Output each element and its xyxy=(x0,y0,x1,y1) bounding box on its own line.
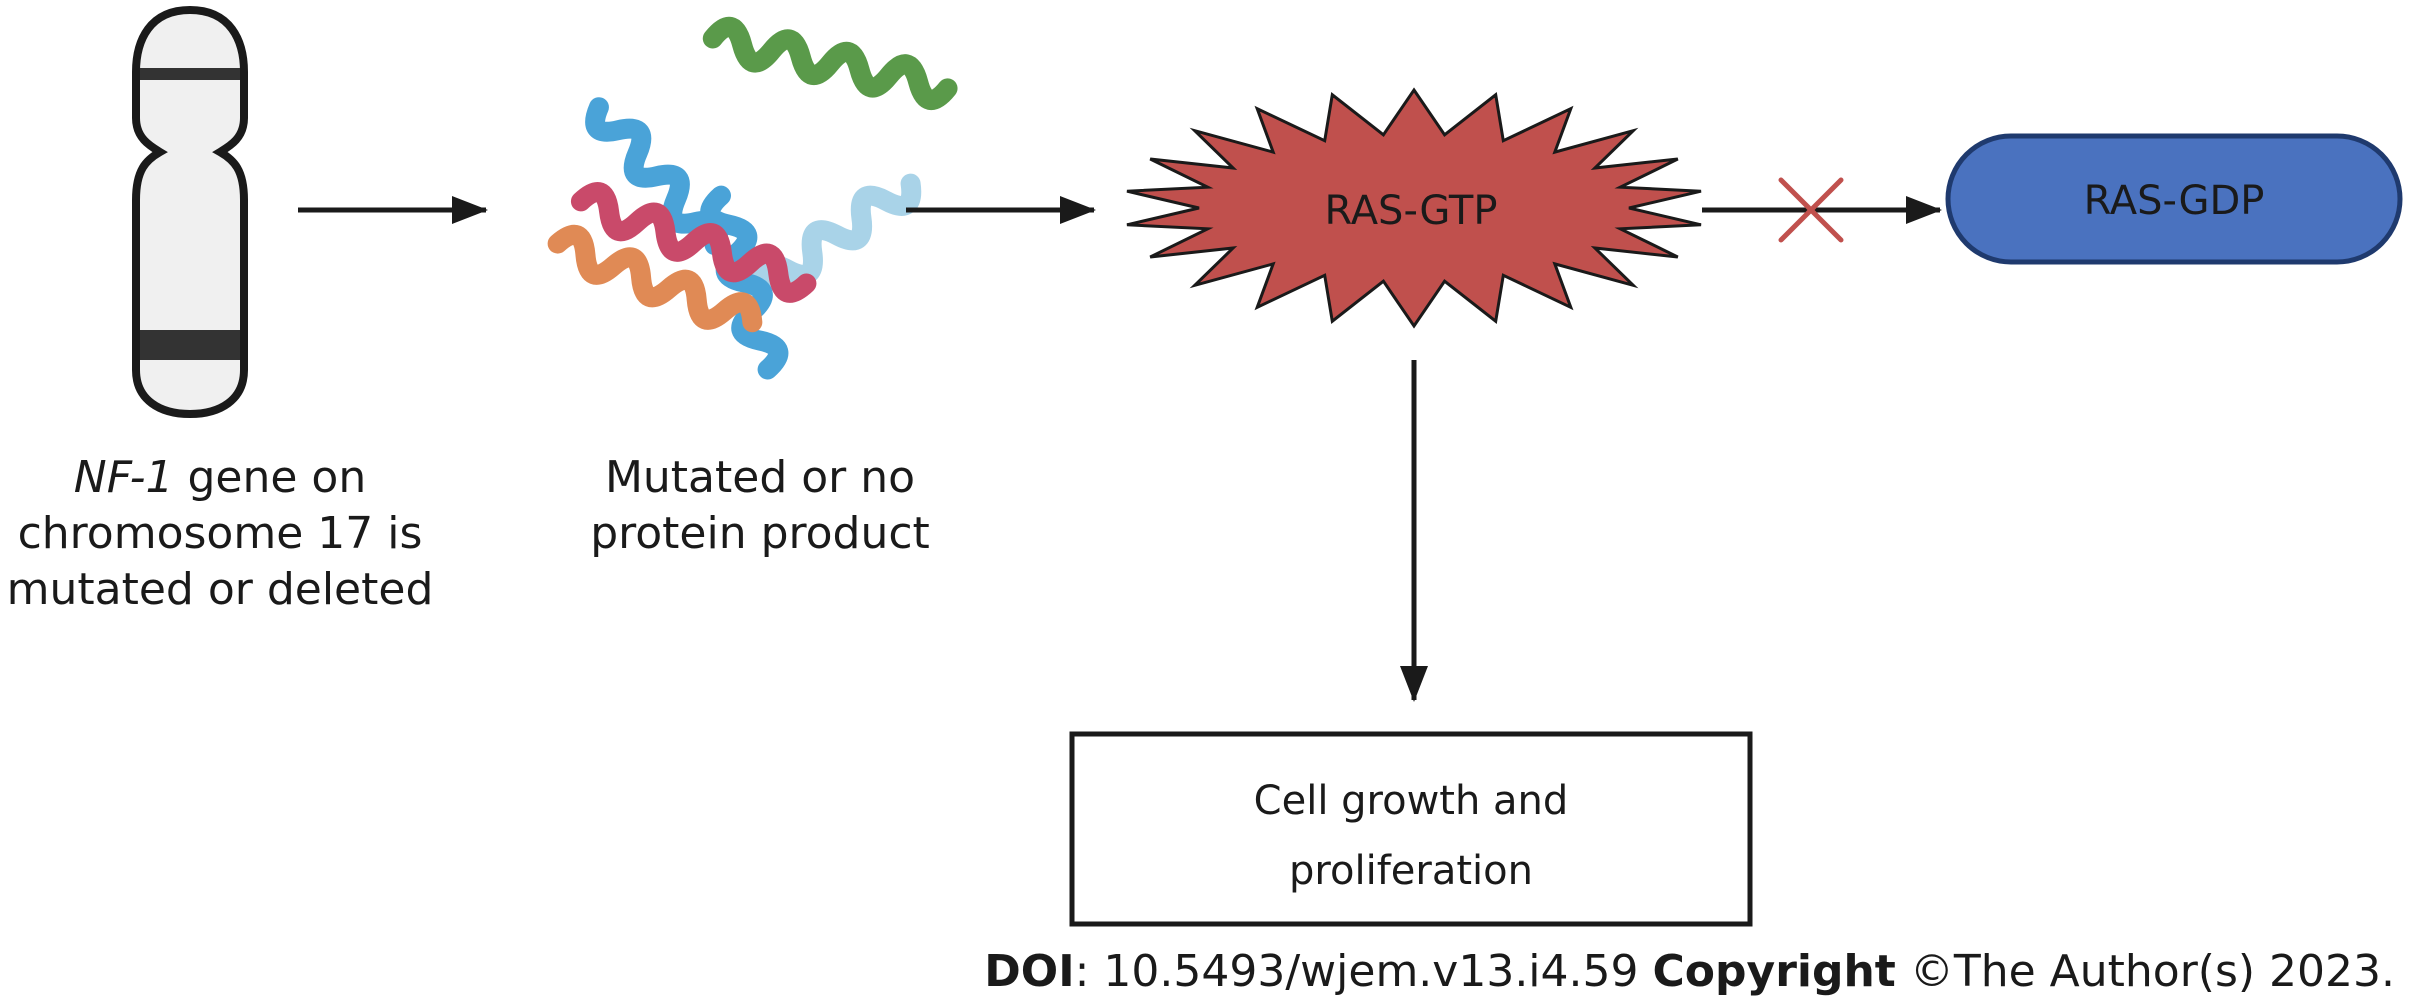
copyright-label: Copyright xyxy=(1652,946,1896,997)
protein-caption: Mutated or no protein product xyxy=(560,450,960,562)
gene-caption-line1: gene on xyxy=(173,452,367,503)
ras-gdp-label: RAS-GDP xyxy=(2084,178,2265,224)
gene-name: NF-1 xyxy=(73,452,174,503)
gene-caption: NF-1 gene on chromosome 17 is mutated or… xyxy=(0,450,440,618)
protein-caption-line2: protein product xyxy=(590,508,930,559)
citation-footer: DOI: 10.5493/wjem.v13.i4.59 Copyright ©T… xyxy=(984,944,2395,1000)
gene-caption-line2: chromosome 17 is xyxy=(17,508,423,559)
ras-gtp-label: RAS-GTP xyxy=(1325,188,1498,234)
gene-caption-line3: mutated or deleted xyxy=(6,564,434,615)
protein-caption-line1: Mutated or no xyxy=(604,452,916,503)
ras-gtp-node: RAS-GTP xyxy=(1126,87,1702,329)
ras-gdp-node: RAS-GDP xyxy=(1945,133,2403,265)
doi-value: : 10.5493/wjem.v13.i4.59 xyxy=(1074,946,1653,997)
inhibition-cross-icon xyxy=(1778,177,1844,243)
outcome-line2: proliferation xyxy=(1289,848,1533,894)
outcome-box: Cell growth and proliferation xyxy=(1069,731,1753,927)
doi-label: DOI xyxy=(984,946,1075,997)
outcome-line1: Cell growth and xyxy=(1254,778,1569,824)
copyright-value: ©The Author(s) 2023. xyxy=(1895,946,2395,997)
protein-helix-icon xyxy=(547,16,958,380)
chromosome-icon xyxy=(132,5,248,419)
